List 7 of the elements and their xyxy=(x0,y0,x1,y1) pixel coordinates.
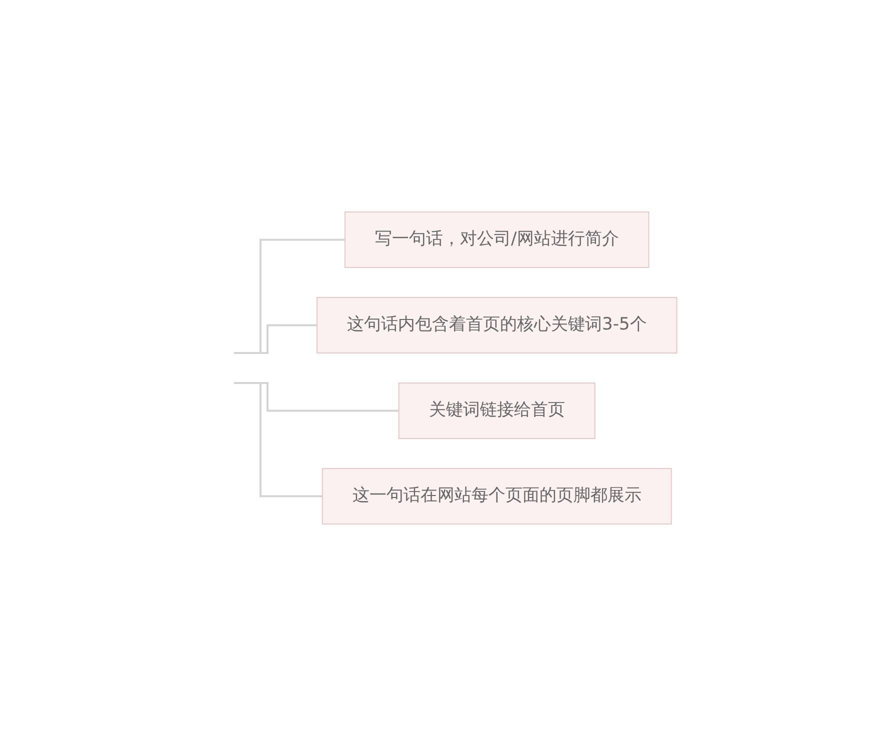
node-text: 写一句话，对公司/网站进行简介 xyxy=(375,228,619,250)
node-text: 这一句话在网站每个页面的页脚都展示 xyxy=(352,484,642,507)
connector-line xyxy=(248,324,318,354)
node-text: 这句话内包含着首页的核心关键词3-5个 xyxy=(347,313,647,336)
connector-line xyxy=(234,382,322,497)
connector-line xyxy=(234,238,346,354)
node-text: 关键词链接给首页 xyxy=(429,398,565,422)
